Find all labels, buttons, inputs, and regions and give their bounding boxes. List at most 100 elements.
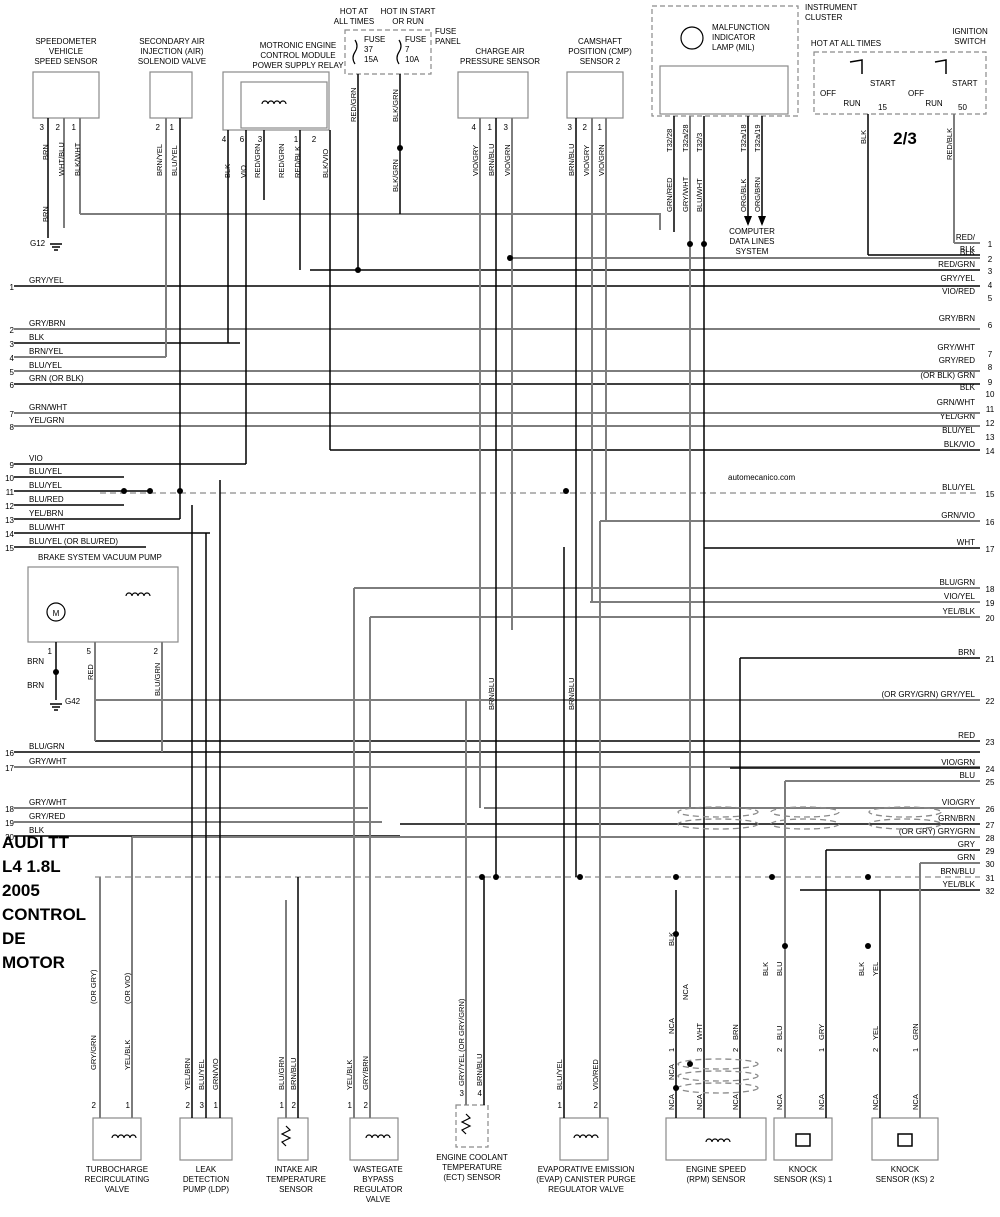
ks2-crystal-icon xyxy=(897,1133,913,1147)
wastegate-title-line-1: BYPASS xyxy=(362,1175,393,1184)
relay-inner xyxy=(240,81,328,129)
rpm-title-line-0: ENGINE SPEED xyxy=(686,1165,746,1174)
cmp-pin-0: 3 xyxy=(568,123,573,132)
title-line-1: L4 1.8L xyxy=(2,857,61,876)
right-terminal-color-26: VIO/GRY xyxy=(942,798,976,807)
evap-title-line-1: (EVAP) CANISTER PURGE xyxy=(536,1175,635,1184)
rpm-shield-0 xyxy=(677,806,759,818)
right-terminal-color-9: (OR BLK) GRN xyxy=(920,371,975,380)
right-terminal-color-4: GRY/YEL xyxy=(940,274,975,283)
right-terminal-num-2: 2 xyxy=(988,255,993,264)
right-terminal-num-11: 11 xyxy=(986,405,995,414)
ks1-shield-1 xyxy=(770,818,840,830)
right-terminal-color-17: WHT xyxy=(957,538,975,547)
ks2-shield-1 xyxy=(868,818,942,830)
turbo-title-line-2: VALVE xyxy=(105,1185,130,1194)
rpm-shield-2 xyxy=(677,1058,759,1070)
air-lbl-0: BRN/YEL xyxy=(155,144,164,176)
turbo-pin-1: 1 xyxy=(126,1101,131,1110)
left-terminal-num-5: 5 xyxy=(10,368,15,377)
right-terminal-num-20: 20 xyxy=(986,614,995,623)
hot-in-start-line-1: OR RUN xyxy=(392,17,424,26)
evap-pin-0: 1 xyxy=(558,1101,563,1110)
relay-title-line-2: POWER SUPPLY RELAY xyxy=(252,61,344,70)
brake-pin-1: 5 xyxy=(87,647,92,656)
rpm-nca-0: NCA xyxy=(667,1094,676,1110)
air-title-line-0: SECONDARY AIR xyxy=(139,37,205,46)
fuse-panel-box xyxy=(344,29,432,75)
air-pin-0: 2 xyxy=(156,123,161,132)
right-terminal-color-19: VIO/YEL xyxy=(944,592,976,601)
right-terminal-color-14: BLK/VIO xyxy=(944,440,975,449)
ks2-lbl-1: YEL xyxy=(871,962,880,976)
splice-dot-11 xyxy=(673,874,679,880)
wastegate-title-line-0: WASTEGATE xyxy=(353,1165,402,1174)
ks1-nca-0: NCA xyxy=(775,1094,784,1110)
right-terminal-num-8: 8 xyxy=(988,363,993,372)
wastegate-title-line-2: REGULATOR xyxy=(353,1185,402,1194)
splice-dot-9 xyxy=(493,874,499,880)
ect-pin-0: 3 xyxy=(460,1089,465,1098)
right-terminal-num-7: 7 xyxy=(988,350,993,359)
left-terminal-color-12: BLU/RED xyxy=(29,495,64,504)
ign-start1: START xyxy=(870,79,896,88)
left-terminal-num-18: 18 xyxy=(5,805,14,814)
title-line-4: DE xyxy=(2,929,26,948)
right-terminal-num-17: 17 xyxy=(986,545,995,554)
cluster-wire-lbl-3: ORG/BLK xyxy=(739,179,748,212)
ks2-nca-0: NCA xyxy=(871,1094,880,1110)
ks1-shield-0 xyxy=(770,806,840,818)
ect-title-line-0: ENGINE COOLANT xyxy=(436,1153,508,1162)
air-title-line-1: INJECTION (AIR) xyxy=(140,47,203,56)
title-line-2: 2005 xyxy=(2,881,40,900)
cmp-pin-1: 2 xyxy=(583,123,588,132)
splice-dot-16 xyxy=(673,1085,679,1091)
fuse-lbl-0: RED/GRN xyxy=(349,87,358,122)
vss-pin-1: 2 xyxy=(56,123,61,132)
splice-dot-10 xyxy=(577,874,583,880)
turbo-pin-0: 2 xyxy=(92,1101,97,1110)
relay-title-line-1: CONTROL MODULE xyxy=(260,51,335,60)
ect-box xyxy=(455,1104,489,1148)
iat-title-line-1: TEMPERATURE xyxy=(266,1175,326,1184)
motor-label: M xyxy=(53,609,60,618)
title-line-5: MOTOR xyxy=(2,953,65,972)
evap-title-line-2: REGULATOR VALVE xyxy=(548,1185,624,1194)
left-terminal-color-4: BRN/YEL xyxy=(29,347,64,356)
ign-lbl-0: BLK xyxy=(859,130,868,144)
fuse-lbl-2: BLK/GRN xyxy=(391,159,400,192)
left-terminal-color-19: GRY/RED xyxy=(29,812,66,821)
ldp-pin-0: 2 xyxy=(186,1101,191,1110)
vss-pin-0: 3 xyxy=(40,123,45,132)
cmp-title-line-2: SENSOR 2 xyxy=(580,57,621,66)
vss-to-cluster xyxy=(80,213,661,230)
splice-dot-19 xyxy=(865,943,871,949)
rpm-shield-3 xyxy=(677,1070,759,1082)
brake-title: BRAKE SYSTEM VACUUM PUMP xyxy=(38,553,162,562)
motor-icon xyxy=(46,602,66,622)
left-terminal-color-10: BLU/YEL xyxy=(29,467,62,476)
charge-lbl-1: BRN/BLU xyxy=(487,143,496,176)
left-terminal-color-18: GRY/WHT xyxy=(29,798,67,807)
splice-dot-4 xyxy=(121,488,127,494)
mil-label-line-2: LAMP (MIL) xyxy=(712,43,755,52)
left-terminal-color-8: YEL/GRN xyxy=(29,416,64,425)
ect-lbl-1: BRN/BLU xyxy=(475,1053,484,1086)
right-terminal-num-27: 27 xyxy=(986,821,995,830)
vss-lbl-1: WHT/BLU xyxy=(57,142,66,176)
charge-lbl-0: VIO/GRY xyxy=(471,145,480,176)
air-box xyxy=(149,71,193,119)
right-terminal-num-23: 23 xyxy=(986,738,995,747)
watermark-text: automecanico.com xyxy=(728,473,795,482)
ect-pin-1: 4 xyxy=(478,1089,483,1098)
right-terminal-num-32: 32 xyxy=(986,887,995,896)
right-terminal-num-3: 3 xyxy=(988,267,993,276)
charge-pin-0: 4 xyxy=(472,123,477,132)
cluster-wire-lbl-2: BLU/WHT xyxy=(695,178,704,212)
ks1-nca-1: NCA xyxy=(817,1094,826,1110)
splice-dot-18 xyxy=(782,943,788,949)
right-terminal-num-15: 15 xyxy=(986,490,995,499)
relay-lbl-0: BLK xyxy=(223,164,232,178)
wg-pin-1: 2 xyxy=(364,1101,369,1110)
left-terminal-num-6: 6 xyxy=(10,381,15,390)
